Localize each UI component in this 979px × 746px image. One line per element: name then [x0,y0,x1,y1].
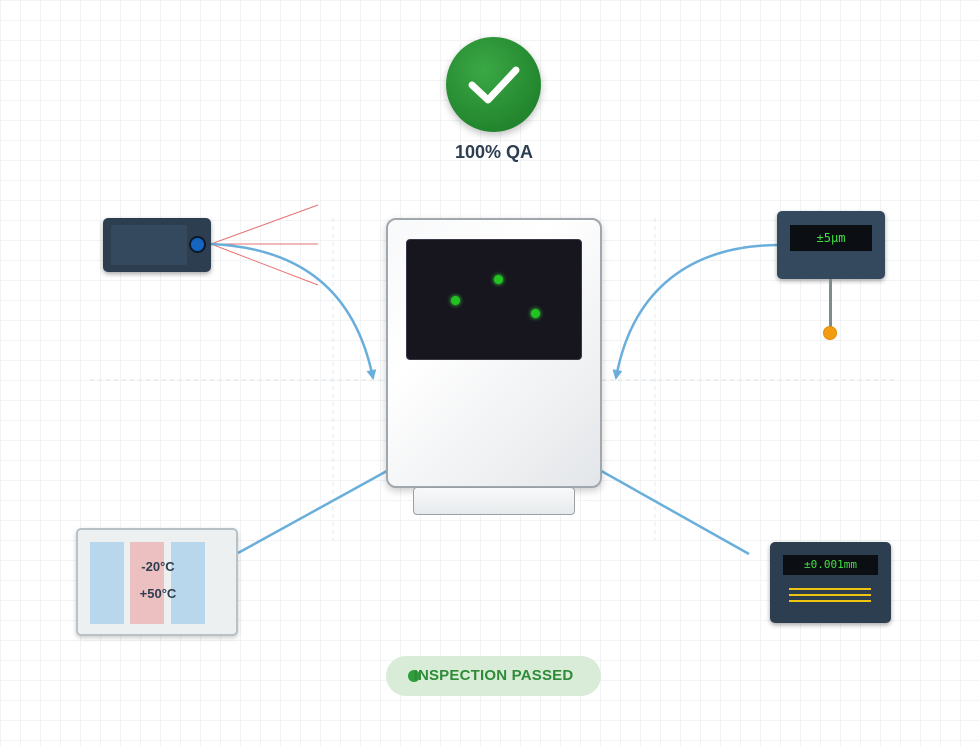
qa-badge [446,37,541,132]
temperature-chamber: -20°C +50°C [76,528,238,636]
device-screen [406,239,582,360]
laser-beam-bottom [210,243,319,286]
probe-meter-display: ±5µm [790,225,872,251]
emitter-panel [111,225,187,265]
hot-strip [130,542,164,624]
checkmark-icon [468,66,520,104]
laser-beam-top [210,204,319,245]
arrow-laser-to-device [210,242,377,380]
gauge-scale-line [789,588,871,590]
gauge-scale-line [789,600,871,602]
probe-stem [829,279,832,327]
status-dot-icon [408,670,420,682]
gauge-display: ±0.001mm [783,555,878,575]
qa-badge-label: 100% QA [454,142,534,162]
cold-strip [90,542,124,624]
arrow-probe-to-device [612,243,778,380]
inspection-status-badge: INSPECTION PASSED [386,656,601,696]
gauge-scale-line [789,594,871,596]
cold-strip [171,542,205,624]
laser-lens-icon [189,236,206,253]
status-led-icon [531,309,540,318]
inspection-status-label: INSPECTION PASSED [413,667,574,684]
temperature-high-label: +50°C [139,586,177,601]
temperature-low-label: -20°C [141,559,175,574]
laser-emitter [103,218,211,272]
probe-meter: ±5µm [777,211,885,279]
inspection-device [386,218,602,488]
device-base [413,487,575,515]
precision-gauge: ±0.001mm [770,542,891,623]
status-led-icon [451,296,460,305]
status-led-icon [494,275,503,284]
probe-tip-icon [823,326,837,340]
